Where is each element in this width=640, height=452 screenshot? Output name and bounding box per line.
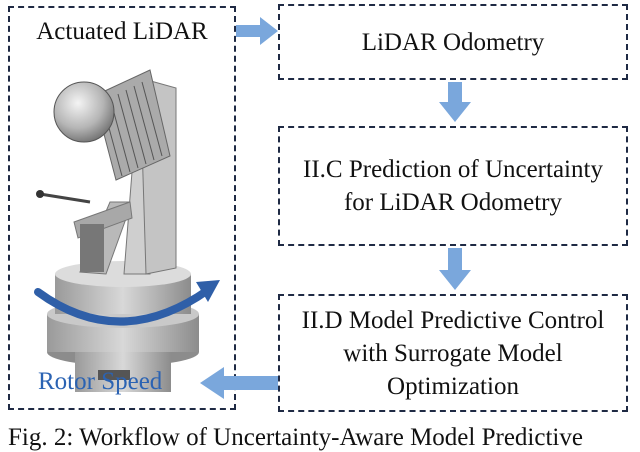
lidar-odometry-label: LiDAR Odometry — [361, 28, 545, 56]
arrow-prediction-to-mpc — [439, 248, 471, 290]
mpc-box: II.D Model Predictive Control with Surro… — [278, 294, 628, 412]
prediction-uncertainty-box: II.C Prediction of Uncertainty for LiDAR… — [278, 126, 628, 246]
arrow-lidar-to-odometry — [236, 17, 278, 45]
arrow-mpc-to-rotor-speed — [200, 367, 278, 399]
actuated-lidar-title: Actuated LiDAR — [36, 18, 208, 45]
arrow-odometry-to-prediction — [439, 82, 471, 122]
figure-caption: Fig. 2: Workflow of Uncertainty-Aware Mo… — [8, 424, 583, 451]
actuated-lidar-box: Actuated LiDAR — [8, 6, 236, 410]
actuated-lidar-device-illustration — [34, 69, 220, 392]
prediction-uncertainty-label: II.C Prediction of Uncertainty for LiDAR… — [303, 156, 603, 216]
mpc-label: II.D Model Predictive Control with Surro… — [301, 306, 605, 400]
lidar-odometry-box: LiDAR Odometry — [278, 4, 628, 80]
rotor-speed-label: Rotor Speed — [38, 368, 163, 395]
